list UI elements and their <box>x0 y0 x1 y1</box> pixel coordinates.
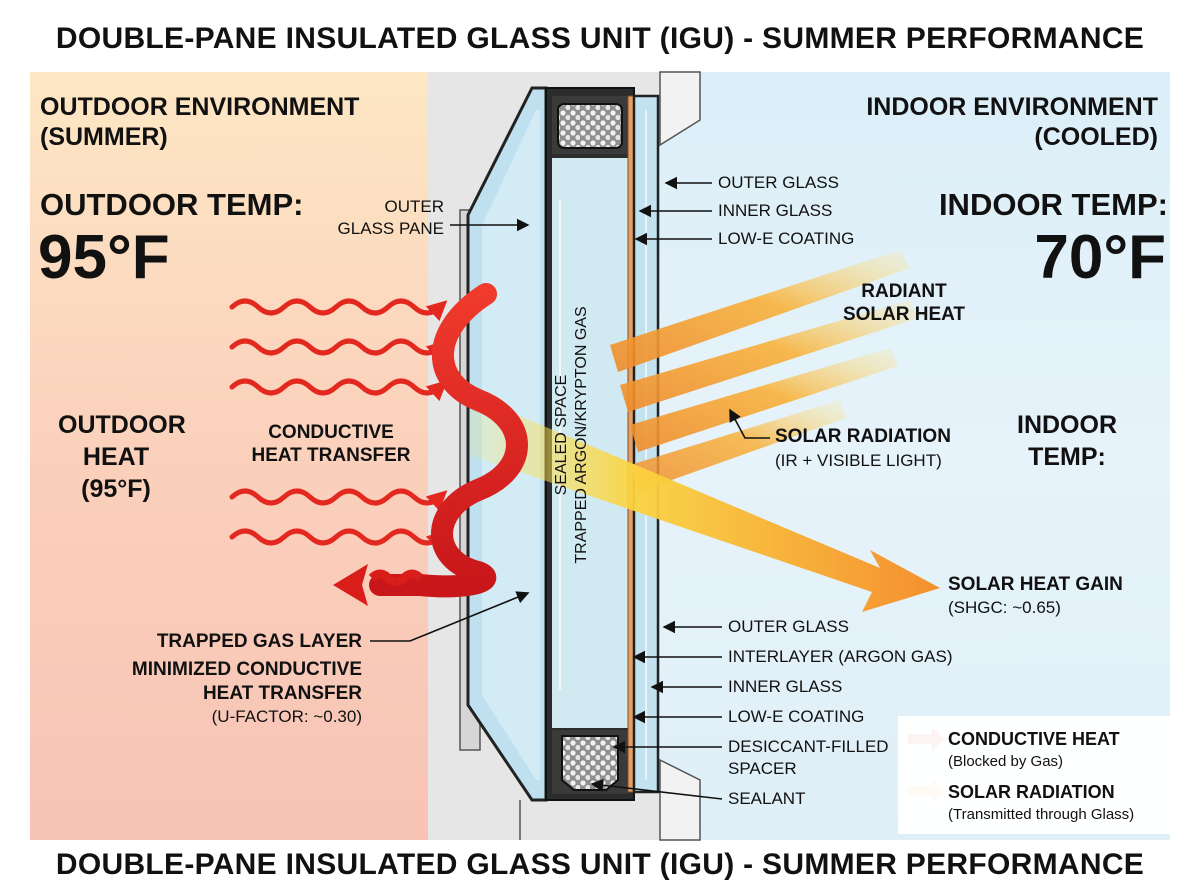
indoor-temp2-line1: INDOOR <box>1017 411 1117 439</box>
solar-ray-3 <box>630 348 898 452</box>
legend-solar-sub: (Transmitted through Glass) <box>948 806 1135 823</box>
trapped-gas-text: TRAPPED ARGON/KRYPTON GAS <box>573 306 590 564</box>
conductive-heat-serpentine <box>333 283 528 606</box>
legend-solar-title: SOLAR RADIATION <box>948 782 1115 802</box>
callout-lines <box>370 176 770 800</box>
outdoor-environment-panel <box>30 72 428 840</box>
outdoor-temp-label: OUTDOOR TEMP: <box>40 187 304 222</box>
radiant-solar-label-1: RADIANT <box>861 281 947 302</box>
min-conductive-label-2: HEAT TRANSFER <box>202 683 362 704</box>
desiccant-label-1: DESICCANT-FILLED <box>728 737 889 756</box>
indoor-environment-panel <box>660 72 1170 840</box>
indoor-env-line2: (COOLED) <box>1034 123 1158 151</box>
solar-ray-1 <box>610 250 910 372</box>
conductive-label-1: CONDUCTIVE <box>268 422 394 443</box>
solar-rays <box>610 250 918 492</box>
heat-wave-2 <box>229 338 448 362</box>
diagram-title-bottom: DOUBLE-PANE INSULATED GLASS UNIT (IGU) -… <box>55 848 1145 881</box>
heat-wave-1 <box>229 298 448 322</box>
trapped-gas-layer-label: TRAPPED GAS LAYER <box>156 631 362 652</box>
legend-panel <box>898 716 1170 834</box>
ufactor-label: (U-FACTOR: ~0.30) <box>211 707 362 726</box>
legend-conductive-title: CONDUCTIVE HEAT <box>948 729 1120 749</box>
sealant-label: SEALANT <box>728 789 806 808</box>
top-low-e-label: LOW-E COATING <box>718 229 855 248</box>
outer-glass-pane-label-2: GLASS PANE <box>337 219 444 238</box>
outdoor-env-line2: (SUMMER) <box>40 123 168 151</box>
min-conductive-label-1: MINIMIZED CONDUCTIVE <box>131 659 362 680</box>
bottom-interlayer-label: INTERLAYER (ARGON GAS) <box>728 647 953 666</box>
heat-wave-4 <box>229 488 448 512</box>
indoor-temp2-line2: TEMP: <box>1028 443 1106 471</box>
glass-unit <box>466 86 660 802</box>
conductive-label-2: HEAT TRANSFER <box>251 445 411 466</box>
indoor-temp-label: INDOOR TEMP: <box>938 187 1168 222</box>
heat-wave-5 <box>229 528 448 552</box>
sealed-gap-label: SEALED SPACE TRAPPED ARGON/KRYPTON GAS <box>552 306 592 563</box>
shgc-label-1: SOLAR HEAT GAIN <box>948 574 1123 595</box>
solar-radiation-label-2: (IR + VISIBLE LIGHT) <box>775 451 942 470</box>
solar-heat-gain-arrow <box>470 395 940 612</box>
legend-conductive-sub: (Blocked by Gas) <box>948 753 1064 770</box>
sealed-space-text: SEALED SPACE <box>553 374 570 496</box>
indoor-env-line1: INDOOR ENVIRONMENT <box>866 93 1158 121</box>
top-inner-glass-label: INNER GLASS <box>718 201 833 220</box>
bottom-outer-glass-label: OUTER GLASS <box>728 617 849 636</box>
outer-glass-pane-label-1: OUTER <box>384 197 445 216</box>
outdoor-heat-line3: (95°F) <box>81 475 151 503</box>
outdoor-env-line1: OUTDOOR ENVIRONMENT <box>40 93 360 121</box>
top-desiccant-spacer <box>557 103 623 149</box>
outdoor-heat-line2: HEAT <box>82 443 150 471</box>
heat-wave-3 <box>229 378 448 402</box>
bottom-low-e-label: LOW-E COATING <box>728 707 865 726</box>
top-outer-glass-label: OUTER GLASS <box>718 173 839 192</box>
indoor-temp-value: 70°F <box>1034 223 1166 292</box>
conductive-heat-waves <box>229 298 448 552</box>
bottom-desiccant-spacer <box>561 735 619 791</box>
radiant-solar-label-2: SOLAR HEAT <box>842 304 966 325</box>
bottom-inner-glass-label: INNER GLASS <box>728 677 843 696</box>
solar-ray-2 <box>620 300 918 412</box>
serpentine-arrowhead <box>333 564 368 606</box>
diagram-title-top: DOUBLE-PANE INSULATED GLASS UNIT (IGU) -… <box>55 22 1145 55</box>
desiccant-label-2: SPACER <box>728 759 797 778</box>
solar-radiation-label-1: SOLAR RADIATION <box>775 426 951 447</box>
solar-ray-4 <box>630 400 846 492</box>
shgc-label-2: (SHGC: ~0.65) <box>948 598 1061 617</box>
outdoor-heat-line1: OUTDOOR <box>58 411 186 439</box>
outdoor-temp-value: 95°F <box>38 223 170 292</box>
